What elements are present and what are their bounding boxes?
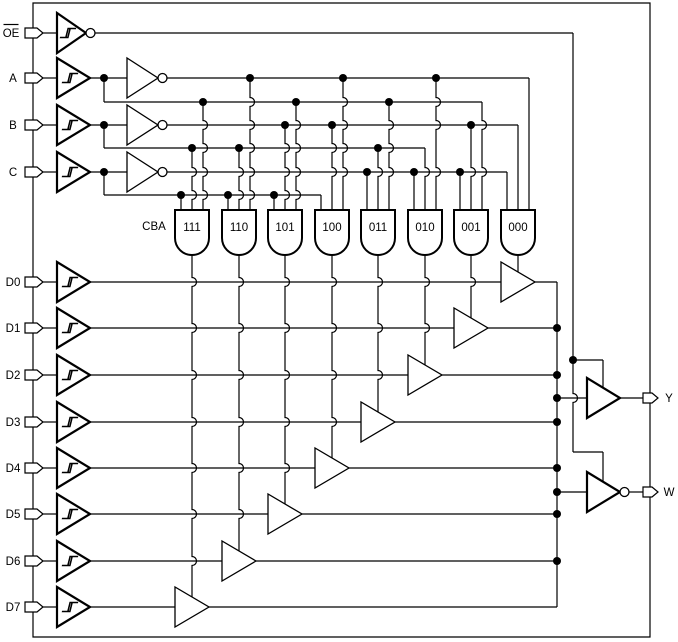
gate-label-010: 010 bbox=[415, 222, 434, 234]
input-pin-label-b: B bbox=[9, 120, 17, 132]
input-pin-d0 bbox=[24, 276, 44, 288]
input-pin-label-d0: D0 bbox=[6, 277, 21, 289]
hysteresis-icon bbox=[61, 72, 79, 84]
mux-buffer-d6 bbox=[221, 539, 258, 583]
output-pin-y bbox=[642, 392, 659, 404]
inverter-a bbox=[126, 56, 160, 100]
input-pin-label-d7: D7 bbox=[6, 602, 21, 614]
hysteresis-icon bbox=[61, 601, 79, 613]
output-pin-label-w: W bbox=[664, 487, 675, 499]
mux-buffer-d1 bbox=[453, 306, 490, 350]
hysteresis-icon bbox=[61, 416, 79, 428]
schmitt-buffer-a bbox=[55, 56, 93, 100]
gate-label-101: 101 bbox=[275, 222, 294, 234]
input-pin-label-d5: D5 bbox=[6, 509, 21, 521]
input-pin-d5 bbox=[24, 508, 44, 520]
schmitt-buffer-d5 bbox=[55, 492, 93, 536]
input-pin-label-d3: D3 bbox=[6, 417, 21, 429]
schmitt-buffer-d7 bbox=[55, 585, 93, 629]
input-pin-label-d1: D1 bbox=[6, 323, 21, 335]
inverter-b bbox=[126, 103, 160, 147]
schmitt-buffer-d4 bbox=[55, 446, 93, 490]
gate-label-001: 001 bbox=[461, 222, 480, 234]
input-pin-d6 bbox=[24, 555, 44, 567]
inverter-bubble-oe bbox=[85, 27, 96, 39]
and-gate-101 bbox=[267, 209, 303, 256]
mux-buffer-d2 bbox=[407, 353, 444, 397]
hysteresis-icon bbox=[61, 555, 79, 567]
and-gate-011 bbox=[360, 209, 396, 256]
gate-label-000: 000 bbox=[508, 222, 527, 234]
and-gate-001 bbox=[453, 209, 489, 256]
and-gate-111 bbox=[174, 209, 210, 256]
input-pin-label-d6: D6 bbox=[6, 556, 21, 568]
schmitt-buffer-d1 bbox=[55, 306, 93, 350]
input-pin-oe bbox=[24, 27, 44, 39]
hysteresis-icon bbox=[61, 508, 79, 520]
schmitt-buffer-d0 bbox=[55, 260, 93, 304]
output-inverter-w bbox=[585, 470, 623, 514]
input-pin-label-oe: OE bbox=[3, 28, 20, 40]
mux-buffer-d7 bbox=[174, 585, 211, 629]
input-pin-label-d2: D2 bbox=[6, 370, 21, 382]
output-buffer-y bbox=[585, 376, 623, 420]
gate-label-011: 011 bbox=[369, 222, 387, 234]
output-pin-w bbox=[642, 486, 659, 498]
and-gate-110 bbox=[221, 209, 257, 256]
hysteresis-icon bbox=[61, 166, 79, 178]
output-pin-label-y: Y bbox=[665, 393, 673, 405]
schmitt-buffer-oe bbox=[55, 10, 88, 56]
hysteresis-icon bbox=[61, 369, 79, 381]
components bbox=[24, 10, 659, 629]
junction-dots bbox=[100, 74, 577, 565]
schmitt-buffer-b bbox=[55, 103, 93, 147]
hysteresis-icon bbox=[61, 322, 79, 334]
input-pin-label-a: A bbox=[9, 73, 17, 85]
inverter-bubble-a bbox=[157, 72, 168, 84]
gate-label-110: 110 bbox=[230, 222, 248, 234]
input-pin-label-d4: D4 bbox=[6, 463, 21, 475]
cba-label: CBA bbox=[142, 221, 166, 233]
schmitt-buffer-d6 bbox=[55, 539, 93, 583]
hysteresis-icon bbox=[61, 462, 79, 474]
input-pin-d3 bbox=[24, 416, 44, 428]
mux-buffer-d3 bbox=[360, 400, 397, 444]
hysteresis-icon bbox=[61, 276, 79, 288]
inverter-bubble-c bbox=[157, 166, 168, 178]
gate-label-100: 100 bbox=[322, 222, 341, 234]
input-pin-c bbox=[24, 166, 44, 178]
mux-buffer-d0 bbox=[500, 260, 537, 304]
and-gate-010 bbox=[407, 209, 443, 256]
and-gate-100 bbox=[314, 209, 350, 256]
mux-buffer-d4 bbox=[314, 446, 351, 490]
input-pin-a bbox=[24, 72, 44, 84]
schmitt-buffer-d2 bbox=[55, 353, 93, 397]
mux-buffer-d5 bbox=[267, 492, 304, 536]
hysteresis-icon bbox=[59, 27, 77, 39]
inverter-bubble-b bbox=[157, 119, 168, 131]
input-pin-d2 bbox=[24, 369, 44, 381]
input-pin-label-c: C bbox=[9, 167, 17, 179]
inverter-c bbox=[126, 150, 160, 194]
inverter-bubble-w bbox=[619, 486, 630, 498]
wires bbox=[32, 2, 651, 638]
input-pin-d4 bbox=[24, 462, 44, 474]
gate-label-111: 111 bbox=[183, 222, 200, 234]
input-pin-b bbox=[24, 119, 44, 131]
schmitt-buffer-c bbox=[55, 150, 93, 194]
input-pin-d7 bbox=[24, 601, 44, 613]
hysteresis-icon bbox=[61, 119, 79, 131]
schmitt-buffer-d3 bbox=[55, 400, 93, 444]
and-gate-000 bbox=[500, 209, 536, 256]
input-pin-d1 bbox=[24, 322, 44, 334]
